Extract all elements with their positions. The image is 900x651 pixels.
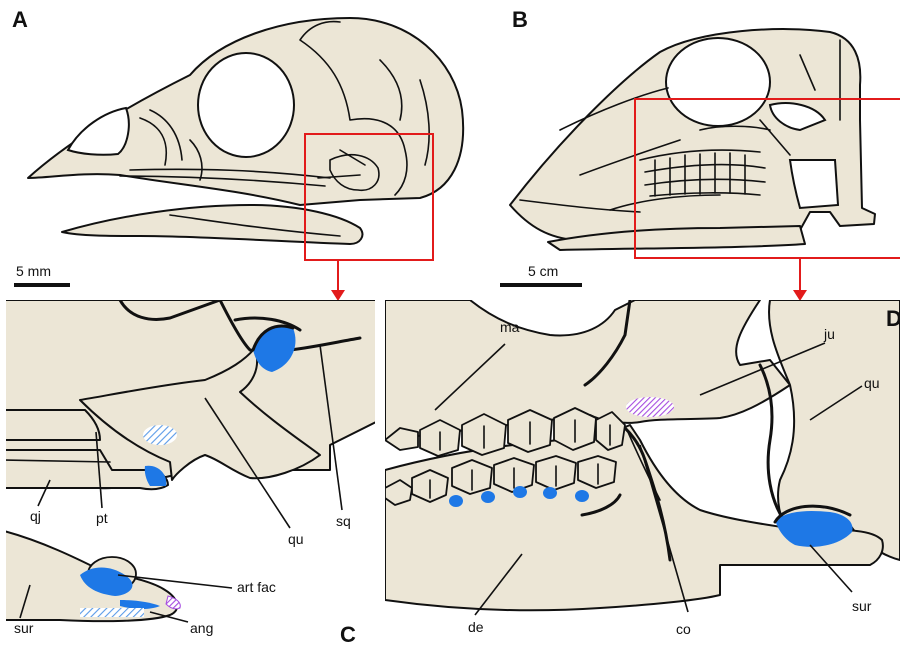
scale-bar-a: 5 mm (14, 263, 70, 285)
label-sq: sq (336, 513, 351, 529)
label-pt: pt (96, 510, 108, 526)
arrow-b-head (793, 290, 807, 301)
blue-foramen-3 (513, 486, 527, 498)
blue-foramen-1 (449, 495, 463, 507)
scale-label-b: 5 cm (528, 263, 558, 279)
panel-a-skull (28, 18, 463, 244)
label-sur-d: sur (852, 598, 872, 614)
hatched-purple-area-d (626, 397, 674, 417)
hatched-blue-area-jaw (80, 608, 144, 617)
blue-foramen-5 (575, 490, 589, 502)
panel-label-c: C (340, 622, 356, 647)
panel-label-b: B (512, 7, 528, 32)
label-qu-c: qu (288, 531, 304, 547)
panel-label-d: D (886, 306, 900, 331)
blue-foramen-2 (481, 491, 495, 503)
label-ma: ma (500, 319, 520, 335)
blue-foramen-4 (543, 487, 557, 499)
panel-c-detail (0, 300, 380, 621)
label-ju: ju (823, 326, 835, 342)
label-sur-c: sur (14, 620, 34, 636)
panel-b-skull (510, 29, 875, 250)
label-qu-d: qu (864, 375, 880, 391)
hatched-blue-area-c (143, 425, 177, 445)
label-co: co (676, 621, 691, 637)
scale-label-a: 5 mm (16, 263, 51, 279)
label-qj: qj (30, 508, 41, 524)
arrow-a-head (331, 290, 345, 301)
panel-label-a: A (12, 7, 28, 32)
label-de: de (468, 619, 484, 635)
scale-bar-b: 5 cm (500, 263, 582, 285)
label-ang: ang (190, 620, 213, 636)
label-art-fac: art fac (237, 579, 276, 595)
